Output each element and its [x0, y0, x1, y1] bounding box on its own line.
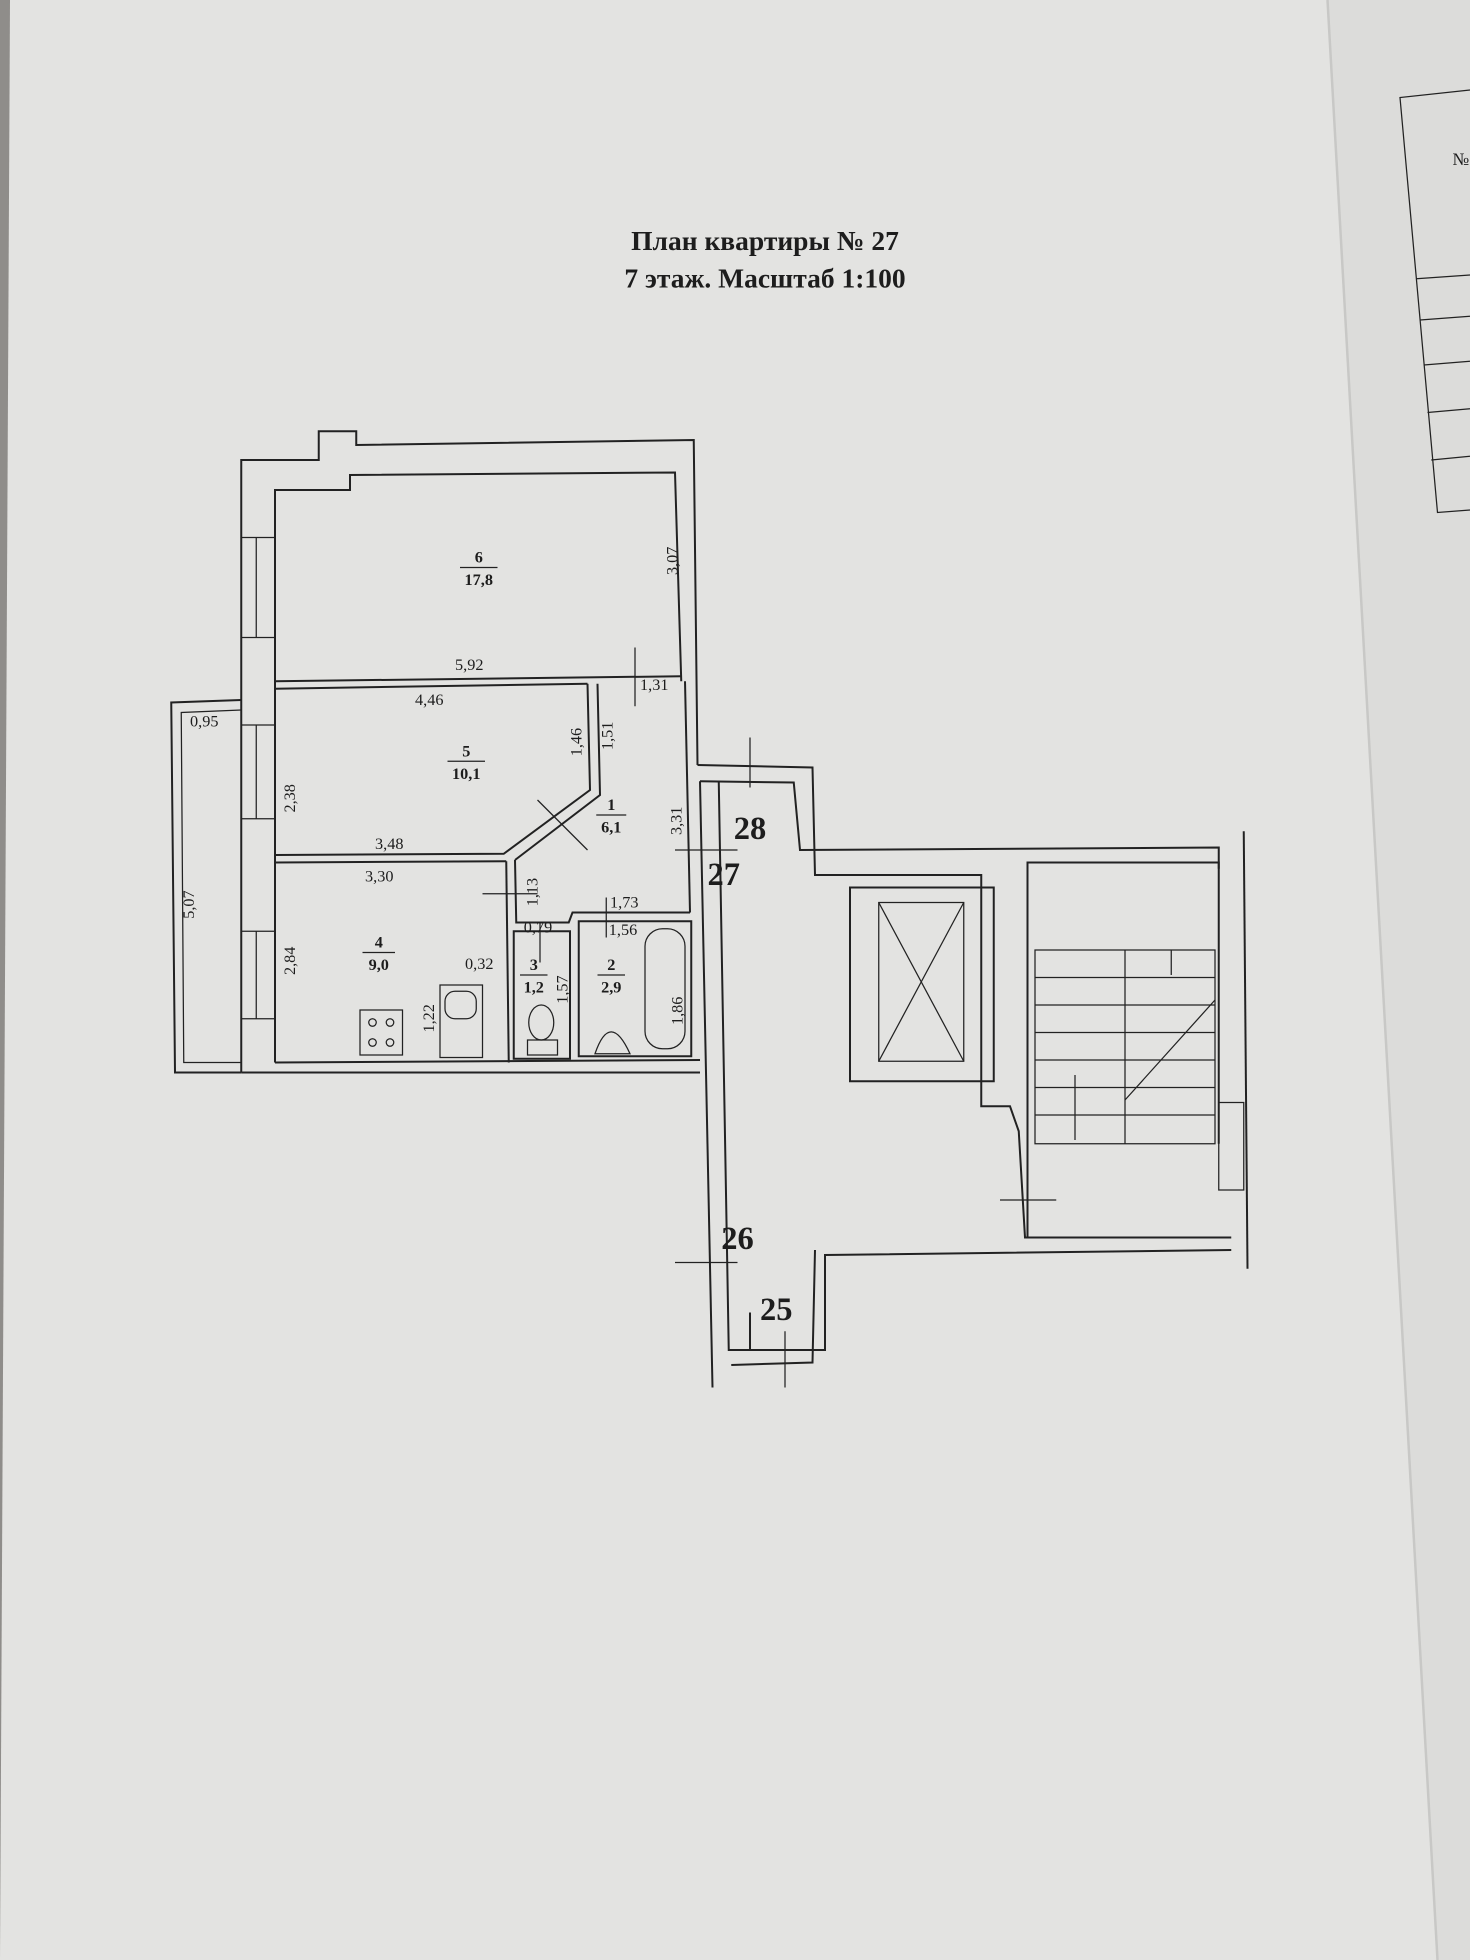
stove-icon: [359, 1009, 404, 1056]
svg-text:3,07: 3,07: [664, 547, 682, 575]
svg-text:1,51: 1,51: [599, 722, 617, 750]
svg-text:0,95: 0,95: [190, 712, 218, 730]
bathtub-icon: [644, 928, 686, 1050]
apartment-walls: [240, 430, 701, 1074]
room-6-label: 6 17,8: [460, 549, 498, 589]
balcony: [170, 699, 242, 1074]
washbasin-icon: [594, 1031, 631, 1055]
svg-text:1,22: 1,22: [420, 1004, 438, 1032]
room-1-label: 1 6,1: [596, 796, 627, 837]
svg-text:1,46: 1,46: [567, 728, 585, 756]
svg-text:3: 3: [530, 956, 538, 974]
svg-text:4: 4: [375, 934, 383, 952]
plan-subtitle: 7 этаж. Масштаб 1:100: [624, 263, 905, 294]
room-4-label: 4 9,0: [362, 934, 395, 974]
svg-text:9,0: 9,0: [369, 956, 389, 974]
svg-text:3,31: 3,31: [667, 807, 685, 835]
svg-text:1,13: 1,13: [524, 878, 542, 906]
svg-text:10,1: 10,1: [452, 765, 480, 783]
apartment-28-label: 28: [734, 811, 767, 847]
svg-text:2,9: 2,9: [601, 979, 621, 997]
table-header: №: [1453, 149, 1470, 169]
svg-text:17,8: 17,8: [465, 571, 493, 589]
svg-text:3,48: 3,48: [375, 835, 403, 853]
svg-text:0,79: 0,79: [524, 919, 552, 937]
svg-text:6,1: 6,1: [601, 819, 621, 837]
svg-text:2: 2: [607, 956, 615, 974]
room-3-label: 3 1,2: [520, 956, 548, 997]
plan-title: План квартиры № 27: [631, 225, 899, 256]
svg-text:1,31: 1,31: [640, 676, 668, 694]
svg-text:1: 1: [607, 796, 615, 814]
svg-text:2,38: 2,38: [281, 784, 299, 812]
svg-text:1,2: 1,2: [524, 979, 544, 997]
svg-text:5,92: 5,92: [455, 656, 483, 674]
apartment-26-label: 26: [721, 1221, 754, 1257]
main-page: [0, 0, 1438, 1960]
room-2-label: 2 2,9: [597, 956, 625, 997]
room-5-label: 5 10,1: [447, 742, 485, 783]
apartment-25-label: 25: [760, 1292, 793, 1328]
toilet-icon: [526, 1004, 559, 1056]
sink-icon: [439, 984, 484, 1059]
apartment-27-label: 27: [708, 857, 741, 893]
svg-text:1,86: 1,86: [669, 997, 687, 1025]
dimension-labels: 3,07 5,92 1,31 4,46 1,46 1,51 2,38 3,31 …: [180, 547, 687, 1033]
svg-text:1,73: 1,73: [610, 894, 638, 912]
stairwell: [675, 737, 1249, 1388]
svg-text:0,32: 0,32: [465, 955, 493, 973]
svg-text:3,30: 3,30: [365, 867, 393, 885]
svg-text:1,56: 1,56: [609, 921, 637, 939]
svg-text:5,07: 5,07: [180, 890, 198, 918]
svg-text:4,46: 4,46: [415, 691, 443, 709]
right-page: [1327, 0, 1470, 1960]
side-table: №: [1399, 89, 1470, 514]
svg-text:5: 5: [462, 742, 470, 760]
svg-text:2,84: 2,84: [281, 947, 299, 975]
svg-text:1,57: 1,57: [554, 975, 572, 1003]
svg-text:6: 6: [475, 549, 483, 567]
